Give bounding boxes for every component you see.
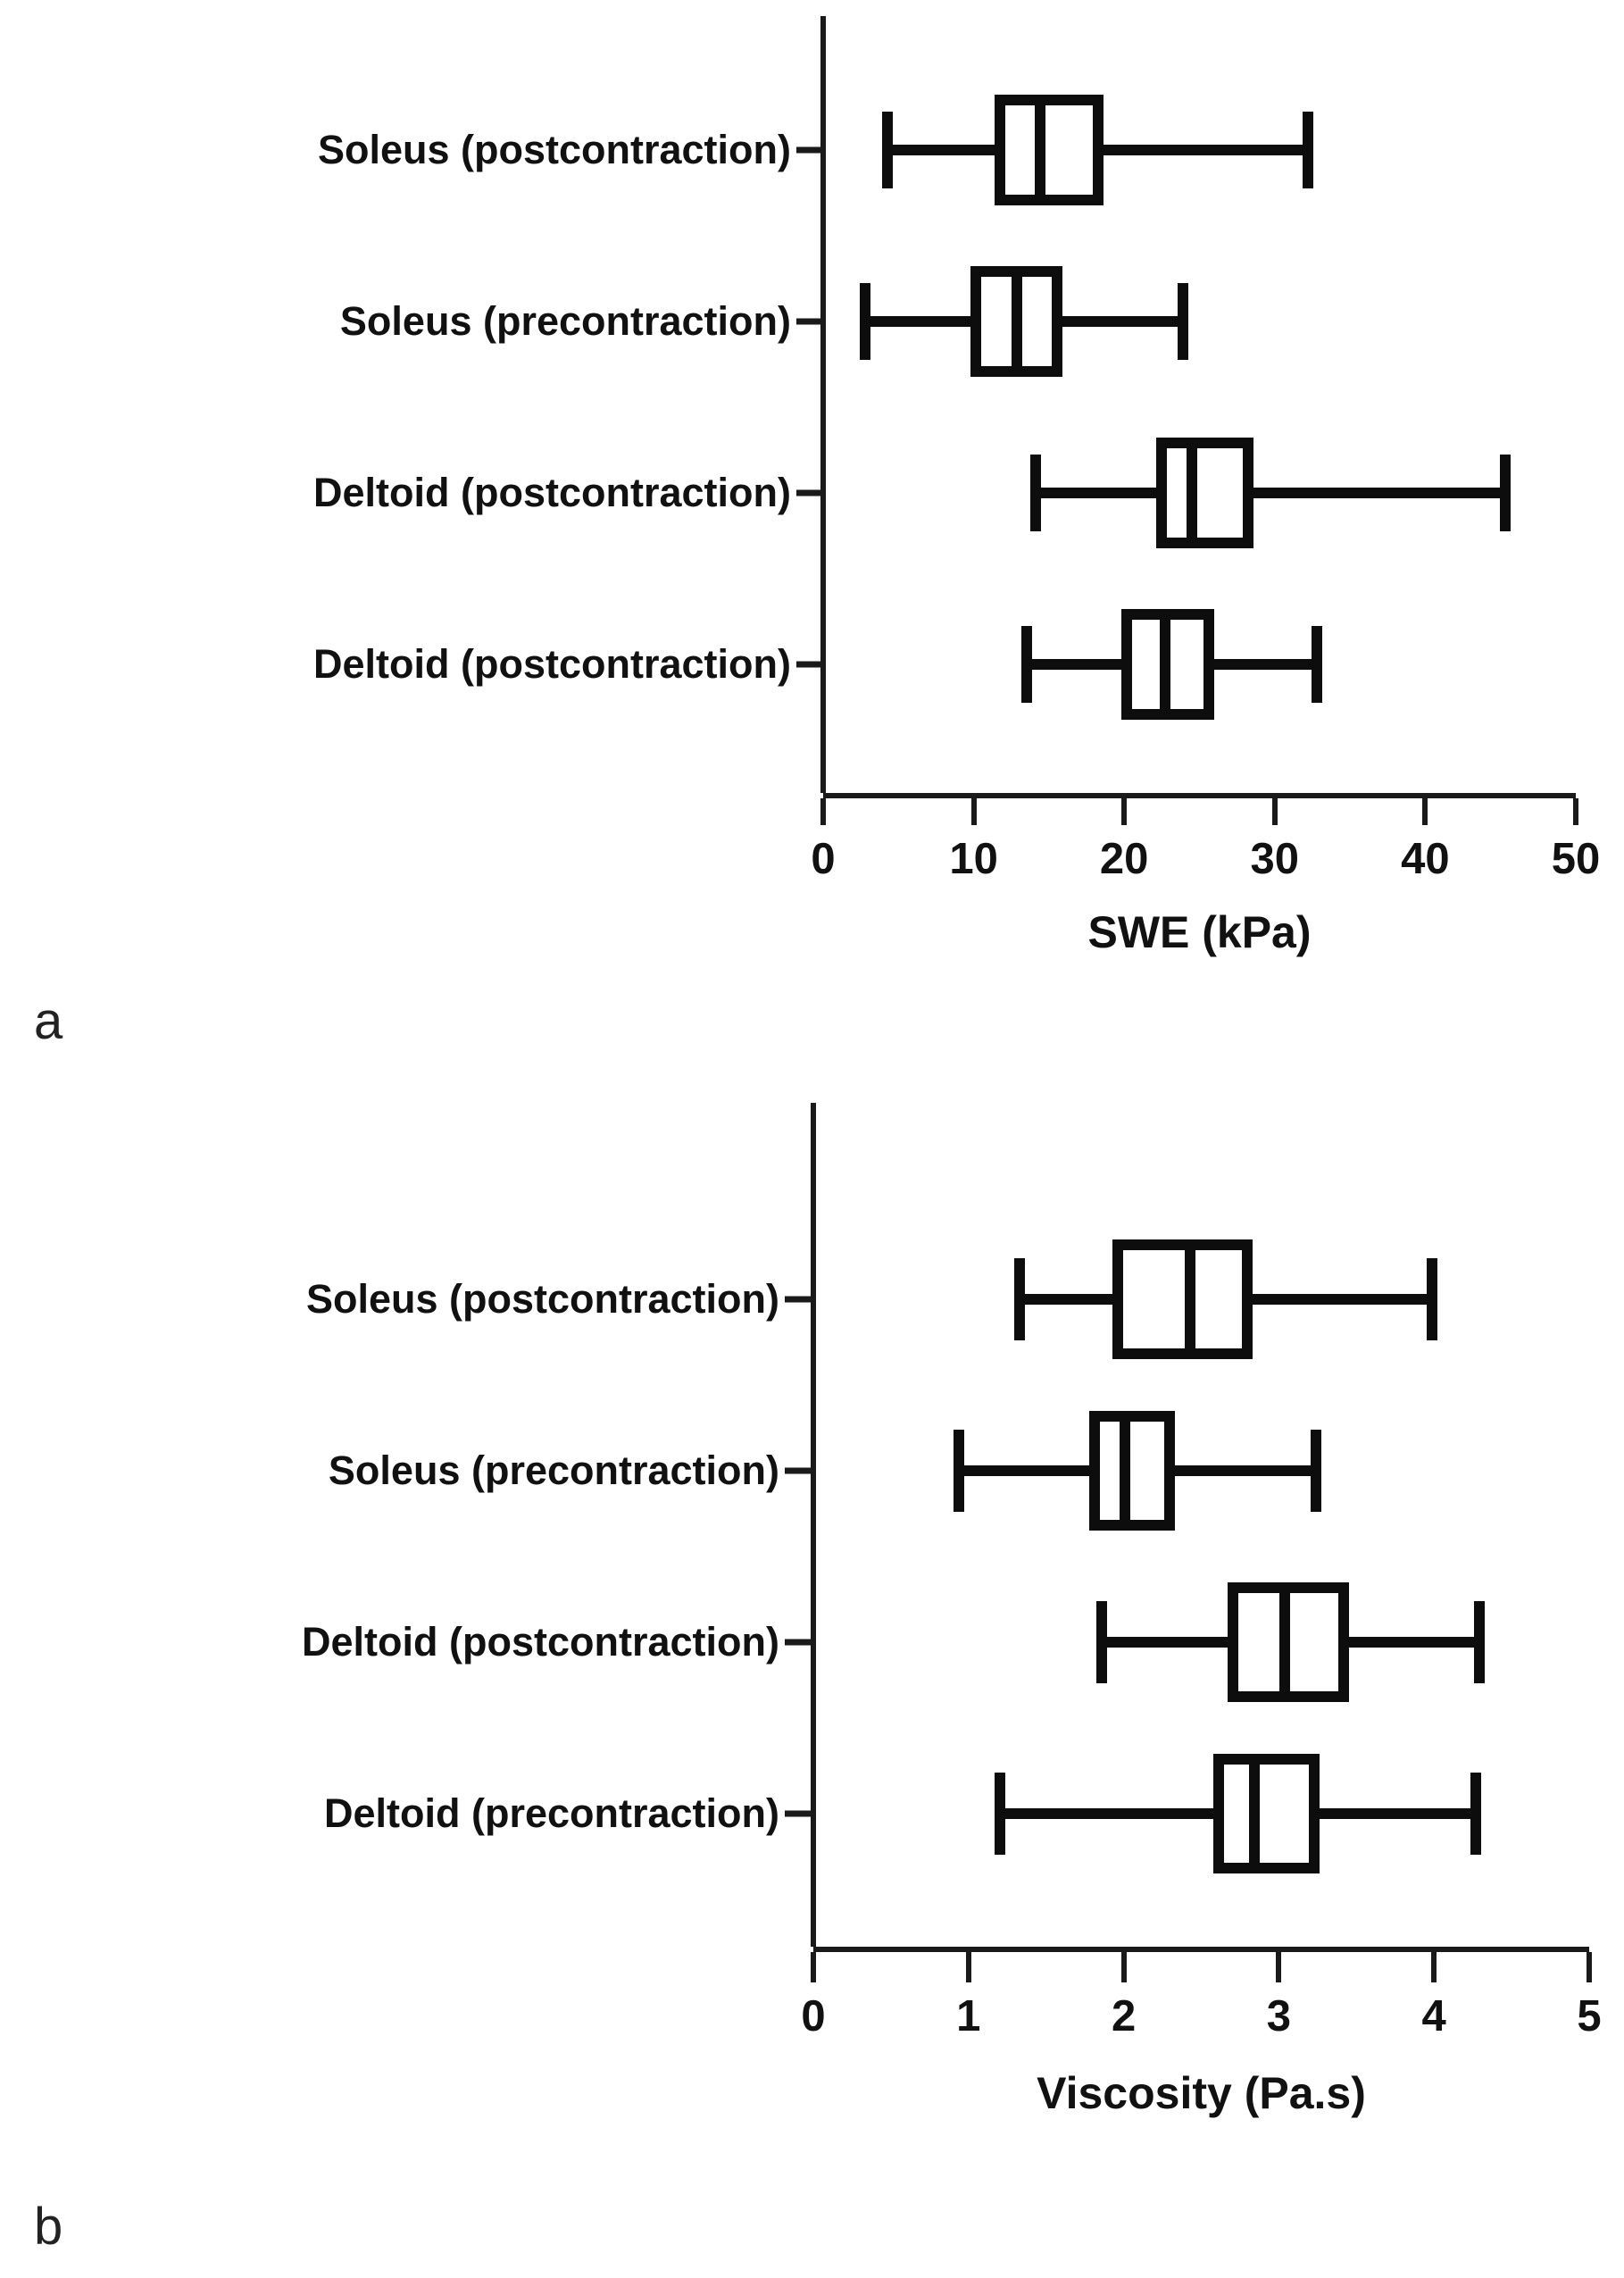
x-axis-tick-label: 30 bbox=[1250, 835, 1300, 883]
x-axis-spine bbox=[823, 793, 1576, 798]
boxplot-whisker-cap-high bbox=[1427, 1258, 1438, 1340]
boxplot-box bbox=[1213, 1754, 1320, 1873]
y-axis-category-label: Soleus (postcontraction) bbox=[317, 127, 791, 172]
y-axis-category-tick bbox=[796, 489, 823, 496]
x-axis-tick-label: 1 bbox=[956, 1992, 981, 2040]
y-axis-category-tick bbox=[796, 318, 823, 325]
x-axis-tick bbox=[1271, 798, 1278, 825]
x-axis-tick bbox=[811, 1952, 816, 1982]
boxplot-whisker-cap-low bbox=[994, 1773, 1005, 1855]
boxplot-whisker-cap-high bbox=[1302, 112, 1313, 188]
x-axis-tick-label: 0 bbox=[811, 835, 836, 883]
boxplot-median-line bbox=[1120, 1411, 1131, 1531]
x-axis-tick bbox=[965, 1952, 971, 1982]
boxplot-whisker-cap-high bbox=[1470, 1773, 1482, 1855]
boxplot-median-line bbox=[1012, 266, 1023, 377]
y-axis-category-tick bbox=[796, 661, 823, 668]
x-axis-tick bbox=[1431, 1952, 1437, 1982]
y-axis-category-label: Deltoid (postcontraction) bbox=[302, 1619, 779, 1665]
y-axis-spine bbox=[820, 16, 826, 793]
y-axis-category-label: Deltoid (precontraction) bbox=[323, 1790, 779, 1836]
x-axis-tick bbox=[1422, 798, 1428, 825]
x-axis-tick-label: 4 bbox=[1421, 1992, 1446, 2040]
boxplot-median-line bbox=[1159, 609, 1170, 720]
y-axis-category-tick bbox=[785, 1467, 813, 1474]
y-axis-spine bbox=[811, 1103, 816, 1947]
boxplot-whisker-line bbox=[1035, 488, 1505, 498]
x-axis-tick-label: 50 bbox=[1551, 835, 1601, 883]
y-axis-category-label: Deltoid (postcontraction) bbox=[313, 641, 791, 687]
boxplot-box bbox=[1155, 438, 1254, 548]
panel-label-a: a bbox=[34, 992, 63, 1050]
boxplot-whisker-cap-low bbox=[1029, 455, 1041, 531]
boxplot-median-line bbox=[1185, 1239, 1196, 1359]
boxplot-median-line bbox=[1279, 1582, 1291, 1702]
x-axis-title: Viscosity (Pa.s) bbox=[1037, 2068, 1366, 2118]
boxplot-whisker-cap-low bbox=[1014, 1258, 1026, 1340]
x-axis-title: SWE (kPa) bbox=[1087, 907, 1312, 957]
boxplot-whisker-cap-high bbox=[1311, 1430, 1322, 1512]
boxplot-median-line bbox=[1187, 438, 1198, 548]
x-axis-tick-label: 0 bbox=[801, 1992, 826, 2040]
x-axis-tick bbox=[1276, 1952, 1282, 1982]
y-axis-category-label: Soleus (precontraction) bbox=[339, 298, 791, 344]
x-axis-tick bbox=[1121, 798, 1128, 825]
boxplot-whisker-cap-low bbox=[1020, 626, 1032, 703]
panel-label-b: b bbox=[34, 2198, 63, 2256]
x-axis-tick-label: 10 bbox=[949, 835, 998, 883]
x-axis-tick-label: 3 bbox=[1266, 1992, 1292, 2040]
y-axis-category-tick bbox=[785, 1810, 813, 1817]
x-axis-tick bbox=[1120, 1952, 1127, 1982]
boxplot-box bbox=[995, 95, 1103, 205]
boxplot-whisker-cap-low bbox=[1096, 1601, 1108, 1683]
y-axis-category-tick bbox=[785, 1296, 813, 1303]
x-axis-tick-label: 20 bbox=[1099, 835, 1149, 883]
boxplot-whisker-cap-high bbox=[1177, 283, 1188, 360]
boxplot-box bbox=[1089, 1411, 1175, 1531]
x-axis-spine bbox=[813, 1947, 1589, 1952]
boxplot-whisker-cap-low bbox=[860, 283, 871, 360]
boxplot-median-line bbox=[1248, 1754, 1260, 1873]
boxplot-whisker-cap-high bbox=[1473, 1601, 1485, 1683]
x-axis-tick bbox=[970, 798, 977, 825]
x-axis-tick bbox=[1573, 798, 1578, 825]
x-axis-tick bbox=[1587, 1952, 1592, 1982]
boxplot-whisker-cap-high bbox=[1312, 626, 1322, 703]
boxplot-whisker-cap-low bbox=[954, 1430, 965, 1512]
boxplot-whisker-cap-high bbox=[1499, 455, 1511, 531]
boxplot-whisker-cap-low bbox=[882, 112, 894, 188]
y-axis-category-label: Soleus (precontraction) bbox=[328, 1448, 779, 1493]
x-axis-tick-label: 2 bbox=[1111, 1992, 1137, 2040]
y-axis-category-tick bbox=[796, 146, 823, 154]
boxplot-median-line bbox=[1034, 95, 1045, 205]
y-axis-category-label: Deltoid (postcontraction) bbox=[313, 470, 791, 515]
y-axis-category-label: Soleus (postcontraction) bbox=[305, 1276, 779, 1322]
x-axis-tick-label: 40 bbox=[1401, 835, 1450, 883]
y-axis-category-tick bbox=[785, 1639, 813, 1646]
x-axis-tick-label: 5 bbox=[1577, 1992, 1602, 2040]
boxplot-box bbox=[1112, 1239, 1253, 1359]
x-axis-tick bbox=[820, 798, 826, 825]
